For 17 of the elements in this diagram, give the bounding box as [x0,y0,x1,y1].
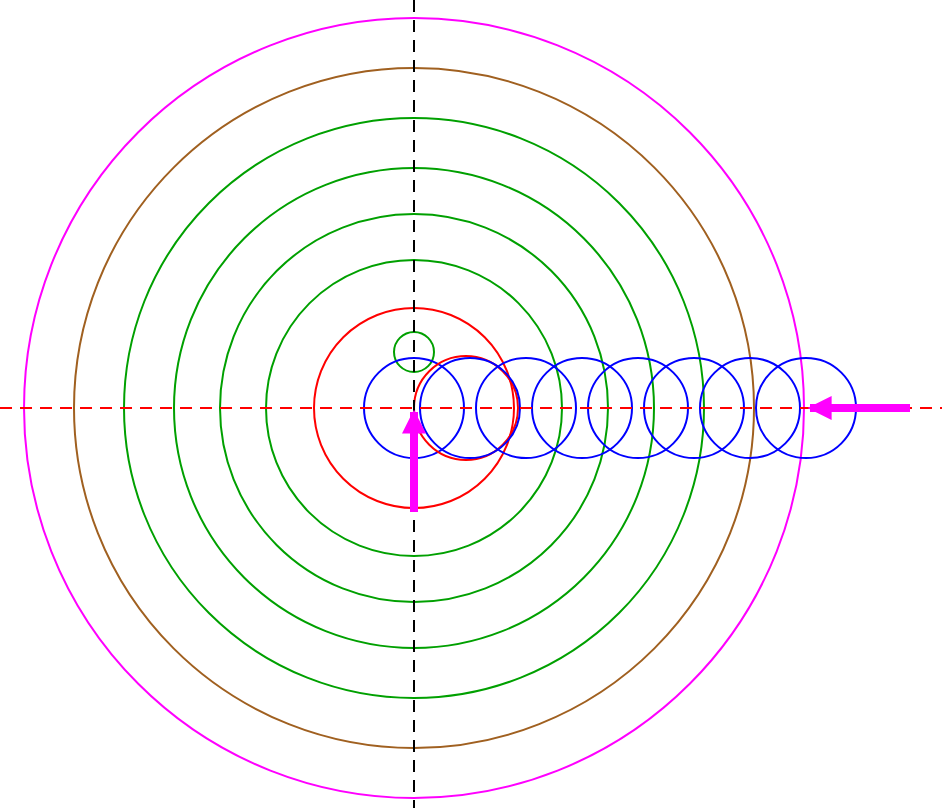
circle-outline [173,167,655,649]
circle-outline [73,67,755,749]
circle-outline [531,357,633,459]
circle-outline [587,357,689,459]
circle-outline [475,357,577,459]
circle-outline [755,357,857,459]
circle-outline [363,357,465,459]
arrow [807,396,910,420]
circle-outline [699,357,801,459]
circle-outline [23,17,805,799]
circle-outline [393,331,435,373]
circle-outline [123,117,705,699]
circle-outline [313,307,521,509]
arrow [402,409,426,512]
circle-outline [643,357,745,459]
circle-outline [219,213,609,603]
circle-outline [265,259,563,557]
